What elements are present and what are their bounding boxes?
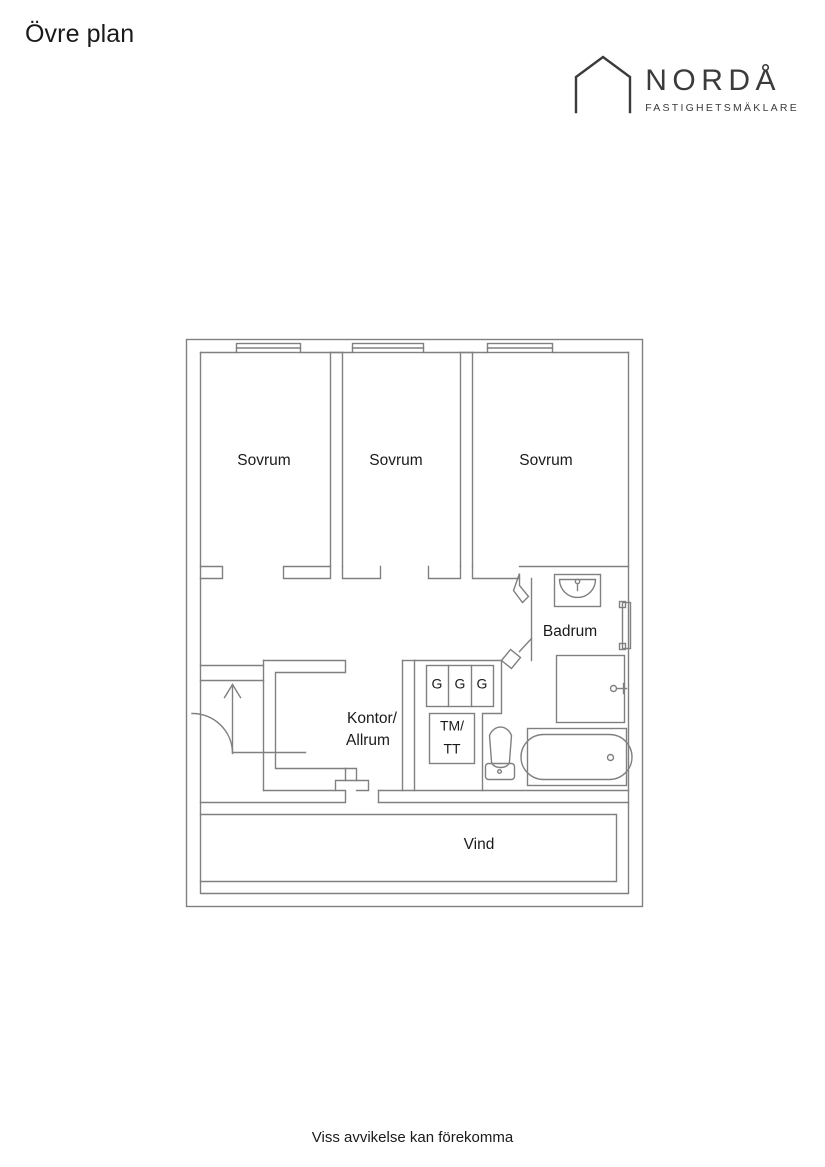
room-sovrum-2	[341, 351, 474, 580]
window-top-3	[486, 342, 554, 354]
door-hall-leaf	[500, 648, 522, 670]
wardrobe-label-1: G	[432, 676, 443, 692]
window-top-2	[351, 342, 425, 354]
brand-logo: NORDÅ FASTIGHETSMÄKLARE	[574, 55, 799, 114]
room-label-kontor: Kontor/	[347, 710, 398, 727]
page-title: Övre plan	[25, 20, 135, 48]
room-sovrum-3	[471, 565, 630, 580]
door-badrum-leaf	[512, 573, 530, 604]
brand-name: NORDÅ	[645, 63, 782, 97]
brand-wordmark: NORDÅ FASTIGHETSMÄKLARE	[645, 63, 799, 115]
wardrobe-label-3: G	[477, 676, 488, 692]
window-top-1	[235, 342, 302, 354]
room-label-sovrum-2: Sovrum	[369, 452, 422, 469]
room-kontor-allrum	[199, 659, 370, 804]
room-label-sovrum-3: Sovrum	[519, 452, 572, 469]
room-badrum	[512, 573, 533, 662]
bathtub-icon	[520, 727, 633, 787]
laundry-label-line-1: TM/	[440, 718, 464, 734]
toilet-icon	[484, 726, 516, 781]
laundry-label-line-2: TT	[443, 741, 461, 757]
wardrobe-label-2: G	[455, 676, 466, 692]
brand-subtitle: FASTIGHETSMÄKLARE	[645, 101, 799, 114]
vind-top-wall	[377, 789, 630, 804]
stair-up-arrow-icon	[191, 679, 307, 755]
hall-walls	[401, 637, 533, 792]
room-label-sovrum-1: Sovrum	[237, 452, 290, 469]
window-right-1	[618, 600, 632, 651]
room-label-allrum: Allrum	[346, 732, 390, 749]
exterior-wall	[185, 338, 644, 908]
wardrobes-group	[425, 664, 495, 708]
laundry-unit	[428, 712, 476, 765]
footer-note: Viss avvikelse kan förekomma	[311, 1129, 514, 1146]
shower-icon	[555, 654, 628, 724]
room-sovrum-1	[199, 351, 344, 580]
room-label-badrum: Badrum	[543, 623, 597, 640]
room-label-vind: Vind	[464, 836, 495, 853]
room-vind	[199, 813, 618, 883]
sink-icon	[553, 573, 602, 608]
house-outline-icon	[575, 55, 632, 114]
